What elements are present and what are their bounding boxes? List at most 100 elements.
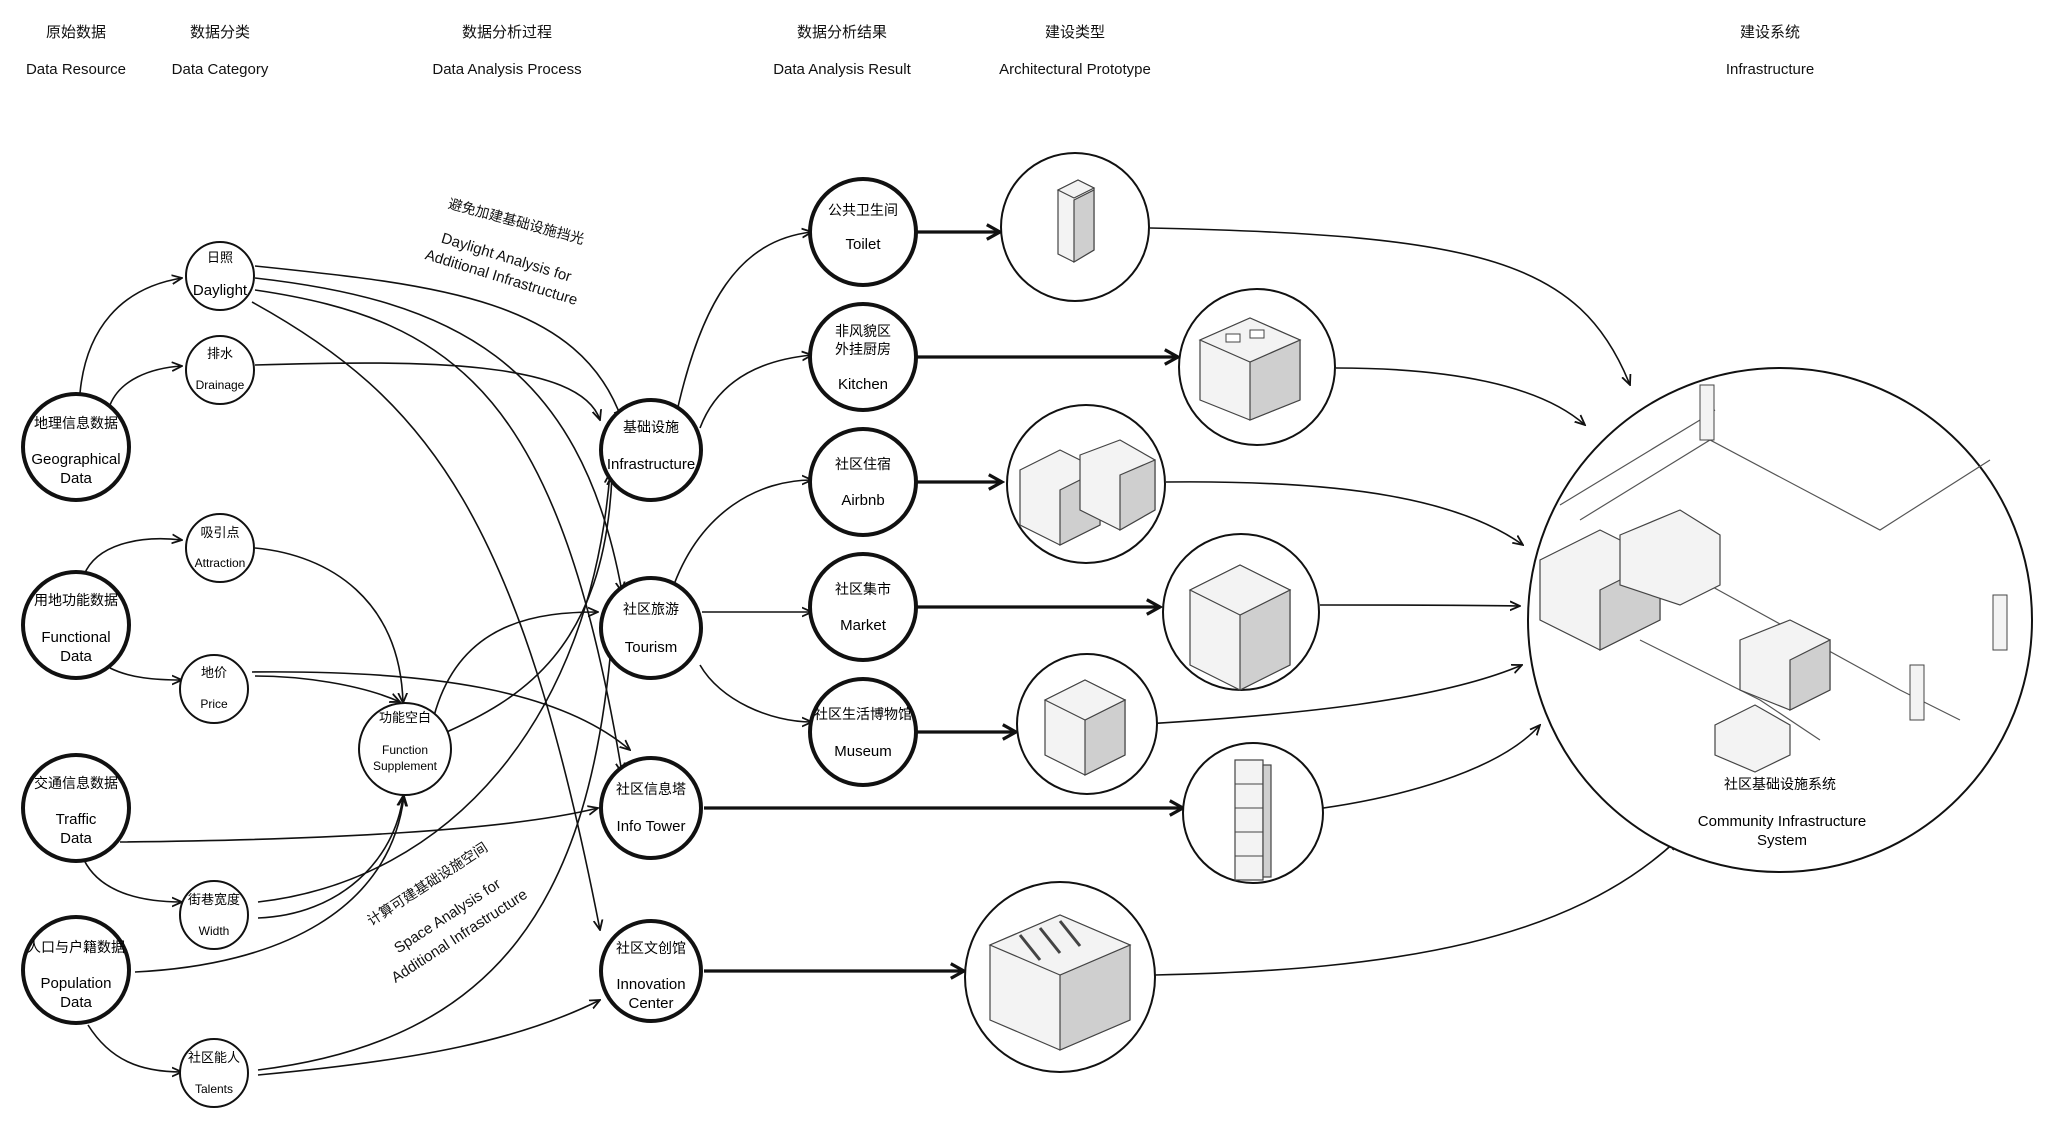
- node-kitchen-en: Kitchen: [838, 376, 888, 393]
- prototype-kitchen: [1178, 288, 1336, 446]
- header-zh-analysis-process: 数据分析过程: [462, 24, 552, 41]
- node-innovation-en1: Innovation: [616, 976, 685, 993]
- node-kitchen-zh1: 非风貌区: [835, 323, 891, 339]
- node-market-en: Market: [840, 617, 887, 634]
- node-function-zh: 功能空白: [379, 710, 431, 725]
- header-zh-analysis-result: 数据分析结果: [797, 24, 887, 41]
- node-population-en1: Population: [41, 975, 112, 992]
- edge-width-function: [257, 796, 403, 919]
- node-functional-en1: Functional: [41, 629, 110, 646]
- header-en-data-category: Data Category: [172, 61, 269, 78]
- node-geographical-en2: Data: [60, 470, 92, 487]
- node-drainage: 排水 Drainage: [185, 335, 255, 405]
- node-function-supplement: 功能空白 Function Supplement: [358, 702, 452, 796]
- edge-drainage-infrastructure: [254, 362, 600, 420]
- node-toilet-en: Toilet: [845, 236, 881, 253]
- node-community-system: 社区基础设施系统 Community Infrastructure System: [1527, 367, 2033, 873]
- edge-pop-talents: [87, 1024, 182, 1072]
- node-market: 社区集市 Market: [808, 552, 918, 662]
- node-traffic-data: 交通信息数据 Traffic Data: [21, 753, 131, 863]
- node-traffic-en2: Data: [60, 830, 92, 847]
- node-function-en2: Supplement: [373, 759, 438, 773]
- header-zh-infrastructure: 建设系统: [1740, 24, 1800, 41]
- edge-func-attraction: [83, 539, 182, 576]
- node-infotower-zh: 社区信息塔: [616, 781, 686, 797]
- edge-kitchenproto-system: [1335, 367, 1585, 425]
- edge-infra-toilet: [673, 232, 812, 426]
- market-building-icon: [1188, 564, 1292, 691]
- prototype-toilet: [1000, 152, 1150, 302]
- header-en-prototype: Architectural Prototype: [999, 61, 1151, 78]
- node-traffic-en1: Traffic: [56, 811, 97, 828]
- infrastructure-network-illustration: [1539, 384, 2008, 773]
- node-kitchen-zh2: 外挂厨房: [835, 341, 891, 357]
- museum-building-icon: [1043, 679, 1127, 776]
- annotation-daylight: 避免加建基础设施挡光 Daylight Analysis for Additio…: [423, 195, 586, 309]
- node-population-data: 人口与户籍数据 Population Data: [21, 915, 131, 1025]
- prototype-museum: [1016, 653, 1158, 795]
- node-museum: 社区生活博物馆 Museum: [808, 677, 918, 787]
- edge-width-infrastructure: [257, 473, 610, 903]
- edge-attraction-function: [254, 547, 403, 703]
- node-daylight-zh: 日照: [207, 250, 233, 265]
- edge-toiletproto-system: [1149, 227, 1630, 385]
- node-drainage-en: Drainage: [196, 378, 245, 392]
- node-innovation-center: 社区文创馆 Innovation Center: [599, 919, 703, 1023]
- node-talents-zh: 社区能人: [188, 1050, 240, 1065]
- node-kitchen: 非风貌区 外挂厨房 Kitchen: [808, 302, 918, 412]
- header-zh-prototype: 建设类型: [1045, 24, 1105, 41]
- edge-population-function: [134, 796, 404, 973]
- node-infotower-en: Info Tower: [617, 818, 686, 835]
- node-talents: 社区能人 Talents: [179, 1038, 249, 1108]
- node-infrastructure-zh: 基础设施: [623, 419, 679, 435]
- node-population-zh: 人口与户籍数据: [27, 939, 125, 955]
- edge-function-tourism: [433, 612, 598, 717]
- edge-infra-kitchen: [699, 355, 812, 429]
- prototype-innovation: [964, 881, 1156, 1073]
- edge-daylight-tourism: [254, 277, 622, 592]
- edge-talents-tourism: [257, 637, 612, 1071]
- edge-geo-daylight: [79, 278, 182, 394]
- edge-geo-drainage: [109, 366, 182, 406]
- edge-daylight-infotower: [254, 289, 622, 773]
- toilet-building-icon: [1056, 179, 1096, 264]
- node-daylight: 日照 Daylight: [185, 241, 255, 311]
- header-zh-data-category: 数据分类: [190, 24, 250, 41]
- node-traffic-zh: 交通信息数据: [34, 775, 118, 791]
- node-functional-en2: Data: [60, 648, 92, 665]
- node-market-zh: 社区集市: [835, 581, 891, 597]
- kitchen-building-icon: [1198, 317, 1302, 421]
- node-drainage-zh: 排水: [207, 346, 233, 361]
- node-community-en2: System: [1757, 832, 1807, 849]
- column-headers: 原始数据 Data Resource 数据分类 Data Category 数据…: [26, 24, 1814, 78]
- node-infrastructure: 基础设施 Infrastructure: [599, 398, 703, 502]
- node-museum-en: Museum: [834, 743, 892, 760]
- edge-tourism-airbnb: [671, 480, 812, 591]
- node-info-tower: 社区信息塔 Info Tower: [599, 756, 703, 860]
- node-geographical-zh: 地理信息数据: [34, 415, 118, 431]
- airbnb-building-icon: [1019, 439, 1156, 546]
- node-functional-zh: 用地功能数据: [34, 592, 118, 608]
- prototype-market: [1162, 533, 1320, 691]
- node-price-zh: 地价: [201, 665, 227, 680]
- node-price-en: Price: [200, 697, 228, 711]
- edge-airbnbproto-system: [1165, 481, 1523, 545]
- node-attraction: 吸引点 Attraction: [185, 513, 255, 583]
- node-function-en1: Function: [382, 743, 428, 757]
- annotation-space-zh: 计算可建基础设施空间: [364, 839, 490, 929]
- edge-talents-innovation: [257, 1000, 600, 1076]
- node-innovation-zh: 社区文创馆: [616, 940, 686, 956]
- node-talents-en: Talents: [195, 1082, 233, 1096]
- node-price: 地价 Price: [179, 654, 249, 724]
- node-daylight-en: Daylight: [193, 282, 248, 299]
- header-en-infrastructure: Infrastructure: [1726, 61, 1814, 78]
- node-tourism-zh: 社区旅游: [623, 601, 679, 617]
- edge-daylight-innovation: [251, 301, 600, 930]
- header-en-analysis-result: Data Analysis Result: [773, 61, 911, 78]
- node-airbnb-zh: 社区住宿: [835, 456, 891, 472]
- edge-towerproto-system: [1291, 725, 1540, 813]
- node-toilet: 公共卫生间 Toilet: [808, 177, 918, 287]
- edge-tourism-museum: [699, 664, 812, 722]
- node-community-en1: Community Infrastructure: [1698, 813, 1866, 830]
- node-airbnb: 社区住宿 Airbnb: [808, 427, 918, 537]
